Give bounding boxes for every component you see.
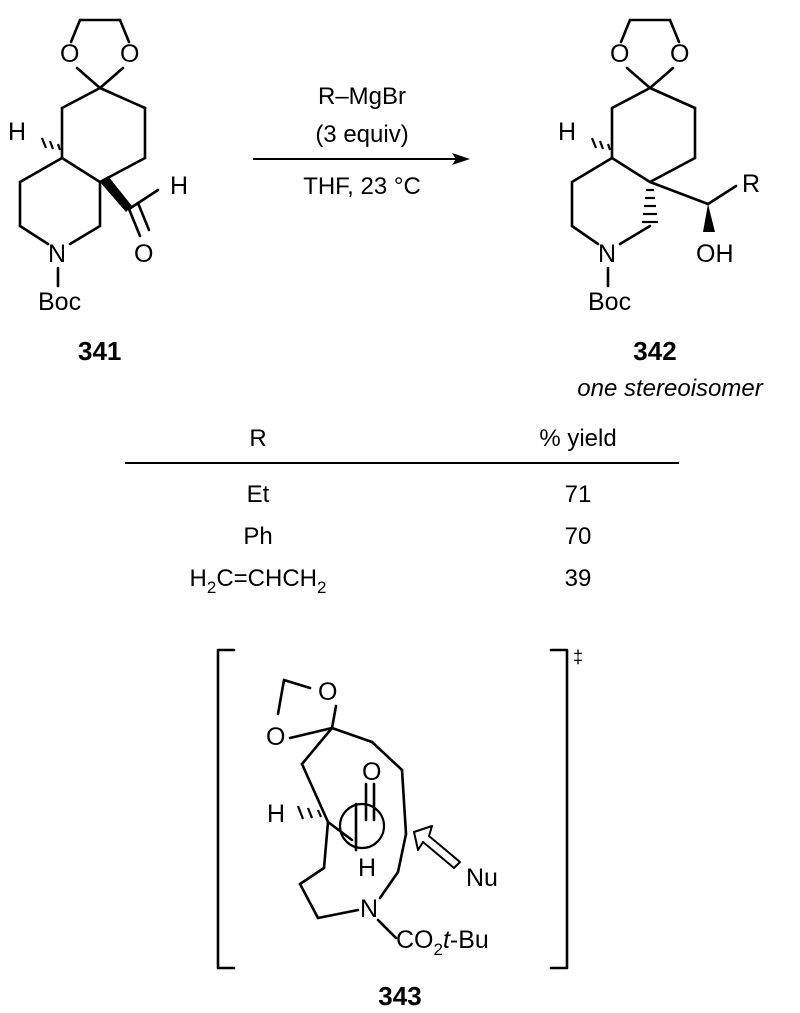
- table-header-yield: % yield: [539, 425, 616, 452]
- table-header-r: R: [249, 425, 266, 452]
- left-bracket: [216, 648, 236, 970]
- nucleophile-label: Nu: [466, 864, 498, 892]
- boc-group: Boc: [588, 288, 631, 316]
- compound-341: O O H N Boc H O: [8, 18, 188, 316]
- dioxolane-oxygen-right: O: [120, 40, 139, 68]
- r-substituent: R: [742, 170, 760, 198]
- aldehyde-hydrogen: H: [358, 854, 376, 882]
- equiv-text: (3 equiv): [315, 121, 408, 148]
- product-note: one stereoisomer: [577, 375, 763, 402]
- dioxolane-oxygen-top: O: [318, 678, 337, 706]
- reagent-text: R–MgBr: [318, 83, 406, 110]
- table-cell-r: H2C=CHCH2: [190, 565, 327, 597]
- aldehyde-oxygen: O: [134, 240, 153, 268]
- table-cell-yield: 39: [565, 565, 592, 592]
- nitrogen-atom: N: [598, 240, 616, 268]
- dioxolane-oxygen-left: O: [266, 723, 285, 751]
- hydroxyl-group: OH: [696, 240, 734, 268]
- table-cell-r: Et: [247, 481, 270, 508]
- table-cell-yield: 71: [565, 481, 592, 508]
- ring-fusion-hydrogen: H: [558, 118, 576, 146]
- dioxolane-oxygen-left: O: [610, 40, 629, 68]
- boc-group: Boc: [38, 288, 81, 316]
- conditions-text: THF, 23 °C: [303, 173, 421, 200]
- dioxolane-oxygen-right: O: [670, 40, 689, 68]
- right-bracket: [549, 648, 569, 970]
- nitrogen-atom: N: [48, 240, 66, 268]
- ring-fusion-hydrogen: H: [8, 118, 26, 146]
- label-341: 341: [78, 336, 121, 366]
- yield-table: R % yield Et 71 Ph 70 H2C=CHCH2 39: [125, 425, 679, 597]
- compound-342: O O H N Boc R: [558, 18, 760, 316]
- table-cell-r: Ph: [243, 523, 272, 550]
- label-343: 343: [378, 981, 421, 1011]
- nitrogen-atom: N: [360, 895, 378, 923]
- aldehyde-hydrogen: H: [170, 172, 188, 200]
- reaction-arrow: [253, 153, 470, 165]
- burgi-dunitz-circle: [338, 802, 386, 850]
- table-cell-yield: 70: [565, 523, 592, 550]
- transition-state-mark: ‡: [573, 647, 583, 667]
- transition-state-343: ‡ O O H N CO2t-Bu: [216, 647, 583, 970]
- label-342: 342: [633, 336, 676, 366]
- nucleophile-arrow: [413, 825, 461, 869]
- dioxolane-oxygen-left: O: [60, 40, 79, 68]
- carbamate-group: CO2t-Bu: [396, 926, 489, 959]
- ring-fusion-hydrogen: H: [267, 800, 285, 828]
- aldehyde-oxygen: O: [362, 758, 381, 786]
